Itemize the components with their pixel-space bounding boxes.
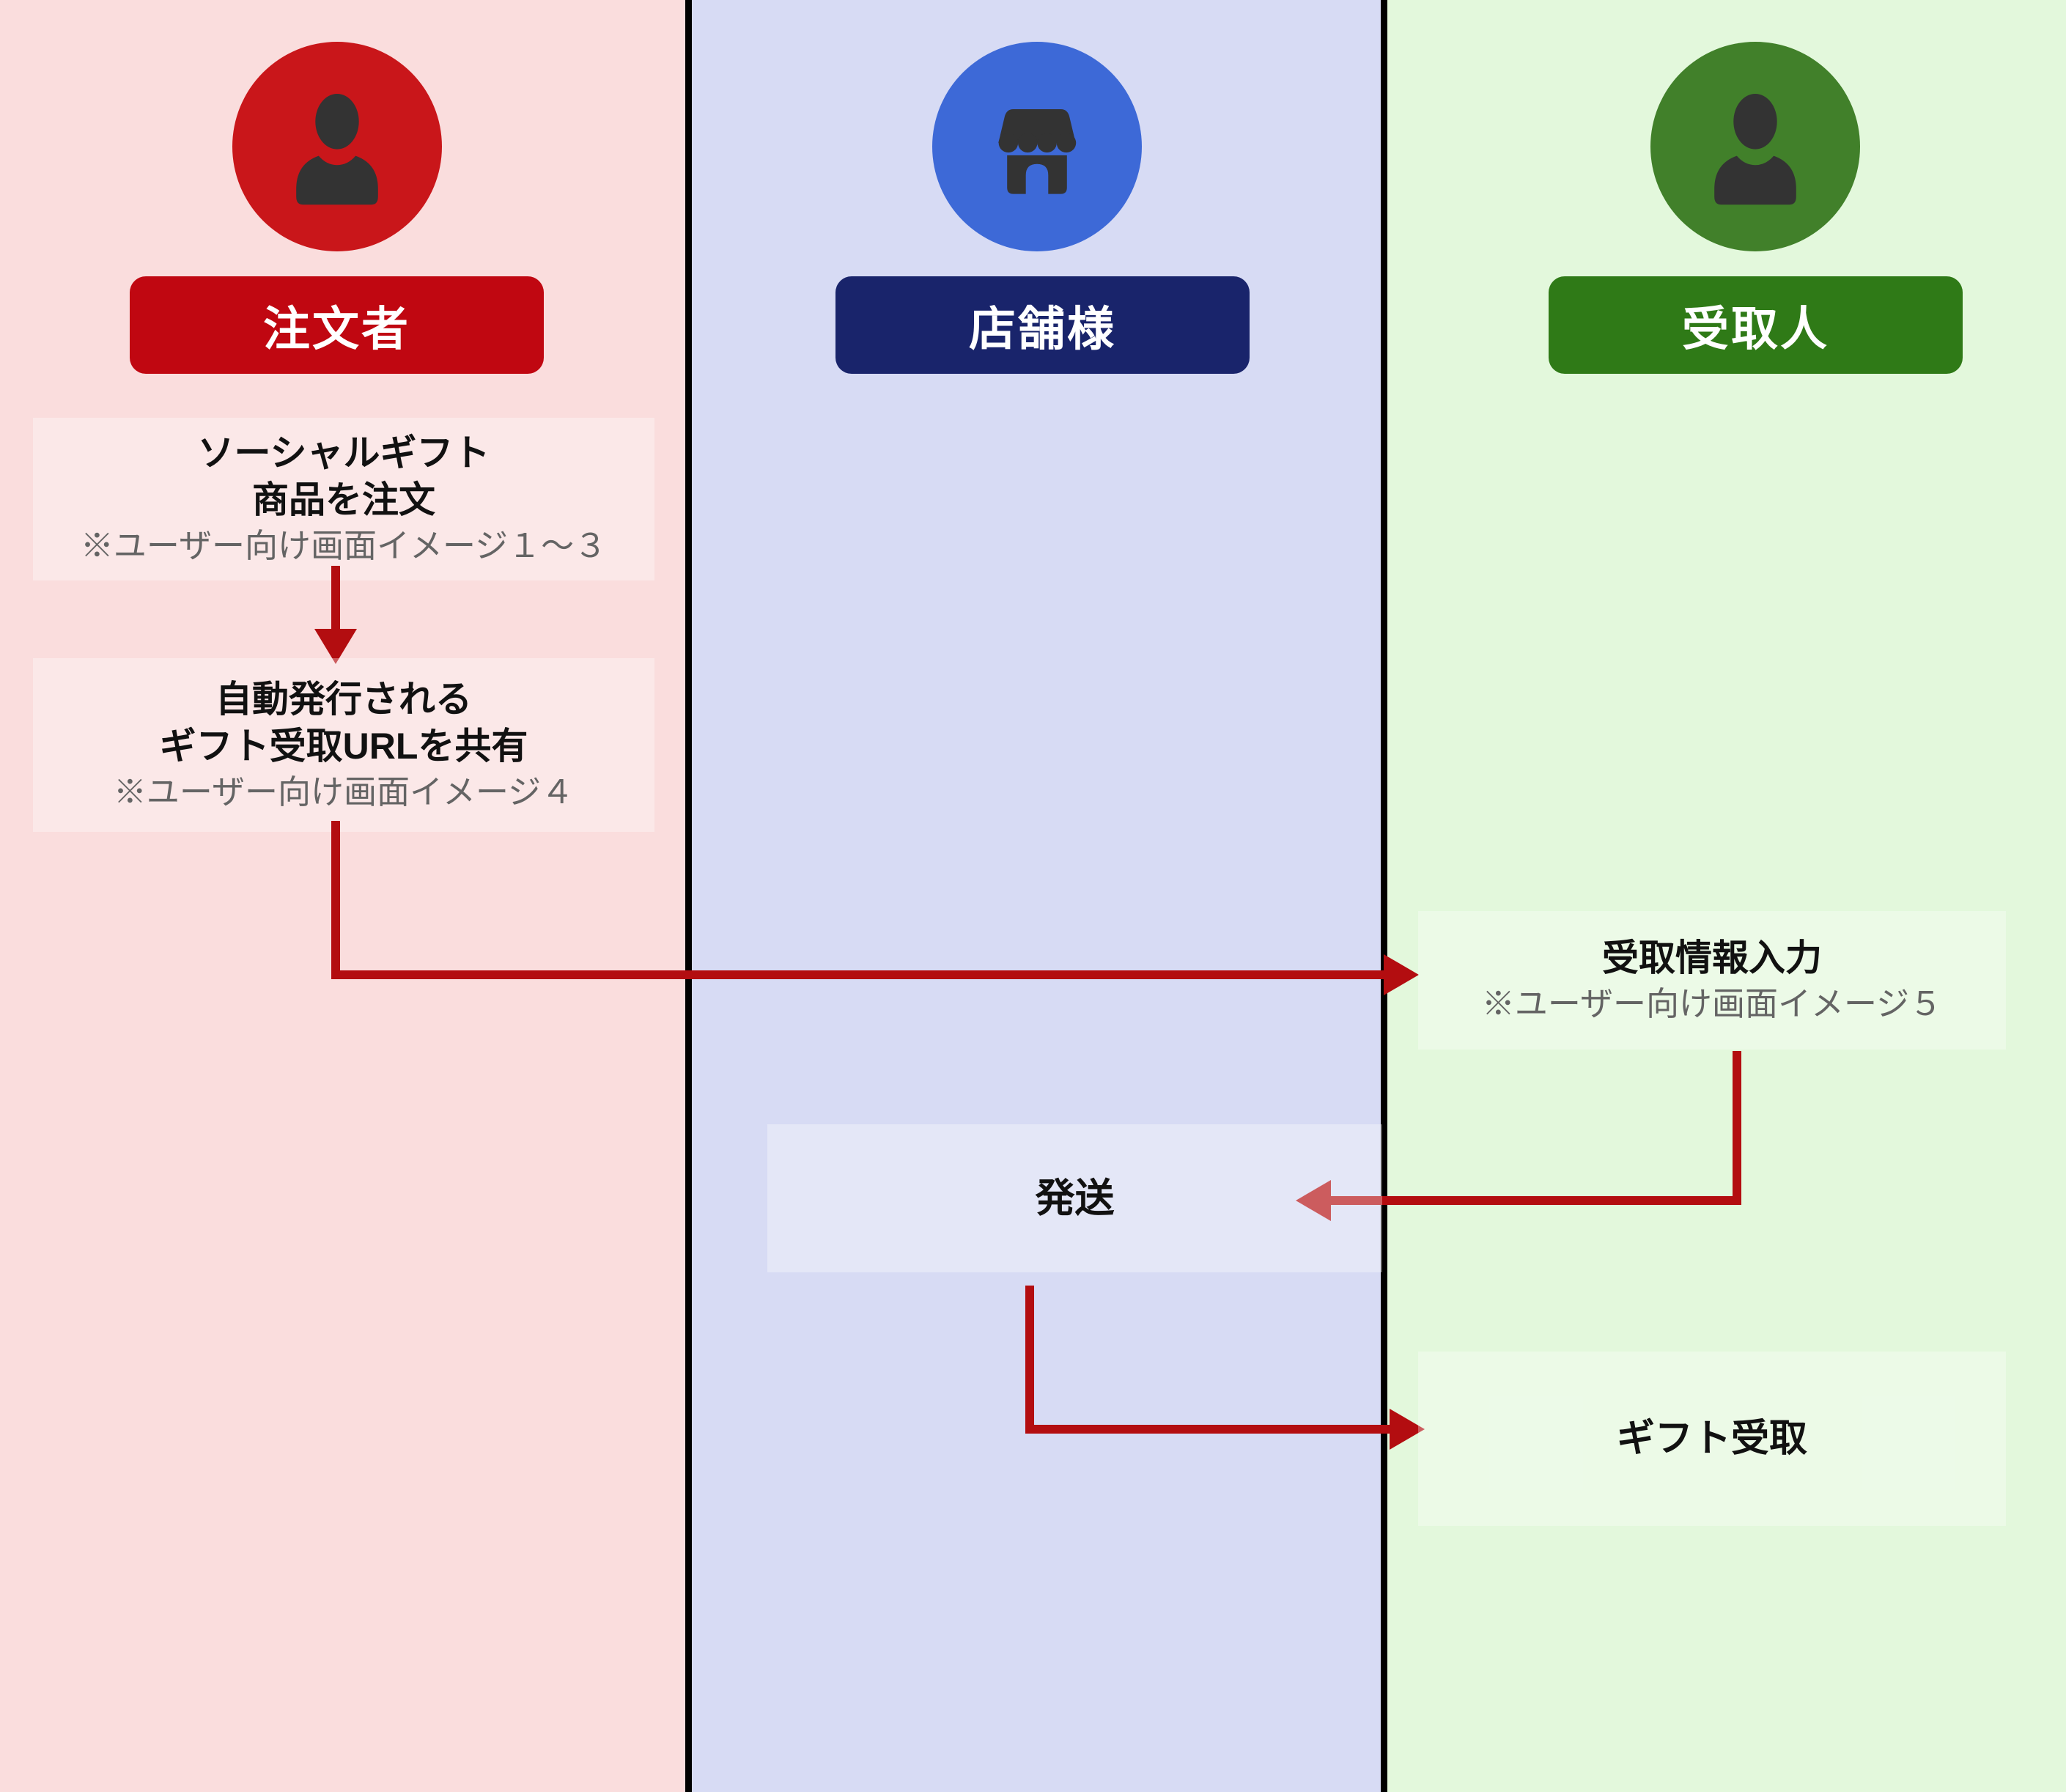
flow-arrow-info-to-ship xyxy=(1733,1051,1741,1205)
flow-arrow-info-to-ship xyxy=(1331,1196,1741,1205)
actor-circle-recipient xyxy=(1650,42,1860,251)
lane-label-text: 店舗様 xyxy=(969,302,1116,355)
lane-label-orderer: 注文者 xyxy=(130,276,544,374)
step-text: 商品を注文 xyxy=(252,479,435,520)
step-order-product: ソーシャルギフト 商品を注文 ※ユーザー向け画面イメージ１～３ xyxy=(33,418,654,580)
lane-column-orderer xyxy=(0,0,685,1792)
step-text: ギフト受取 xyxy=(1616,1417,1807,1460)
step-text: ギフト受取URLを共有 xyxy=(159,725,528,767)
step-text: 受取情報入力 xyxy=(1602,937,1822,978)
step-text: ソーシャルギフト xyxy=(197,432,490,473)
lane-divider xyxy=(1381,0,1387,1792)
step-text: 自動発行される xyxy=(215,678,472,720)
step-share-gift-url: 自動発行される ギフト受取URLを共有 ※ユーザー向け画面イメージ４ xyxy=(33,658,654,832)
flow-arrow-share-to-info xyxy=(331,970,1384,979)
storefront-icon xyxy=(975,84,1099,209)
step-text: 発送 xyxy=(1035,1176,1115,1220)
flow-arrow-ship-to-receive xyxy=(1025,1425,1390,1434)
arrowhead-left-icon xyxy=(1296,1180,1331,1221)
actor-circle-store xyxy=(932,42,1142,251)
step-enter-receive-info: 受取情報入力 ※ユーザー向け画面イメージ５ xyxy=(1418,911,2006,1050)
step-note: ※ユーザー向け画面イメージ５ xyxy=(1481,984,1943,1022)
lane-label-recipient: 受取人 xyxy=(1549,276,1963,374)
person-icon xyxy=(271,81,403,213)
person-icon xyxy=(1689,81,1821,213)
lane-label-text: 受取人 xyxy=(1682,302,1829,355)
step-receive-gift: ギフト受取 xyxy=(1418,1352,2006,1526)
flow-arrow-order-to-share xyxy=(331,566,340,630)
arrowhead-right-icon xyxy=(1384,954,1419,995)
lane-divider xyxy=(685,0,692,1792)
step-note: ※ユーザー向け画面イメージ４ xyxy=(113,773,575,811)
lane-label-store: 店舗様 xyxy=(835,276,1250,374)
lane-column-store xyxy=(692,0,1381,1792)
step-ship: 発送 xyxy=(767,1124,1382,1272)
step-note: ※ユーザー向け画面イメージ１～３ xyxy=(80,527,608,564)
arrowhead-down-icon xyxy=(314,629,357,664)
arrowhead-right-icon xyxy=(1390,1409,1425,1450)
flow-arrow-share-to-info xyxy=(331,821,340,979)
actor-circle-orderer xyxy=(232,42,442,251)
flow-arrow-ship-to-receive xyxy=(1025,1286,1034,1429)
lane-label-text: 注文者 xyxy=(263,302,410,355)
